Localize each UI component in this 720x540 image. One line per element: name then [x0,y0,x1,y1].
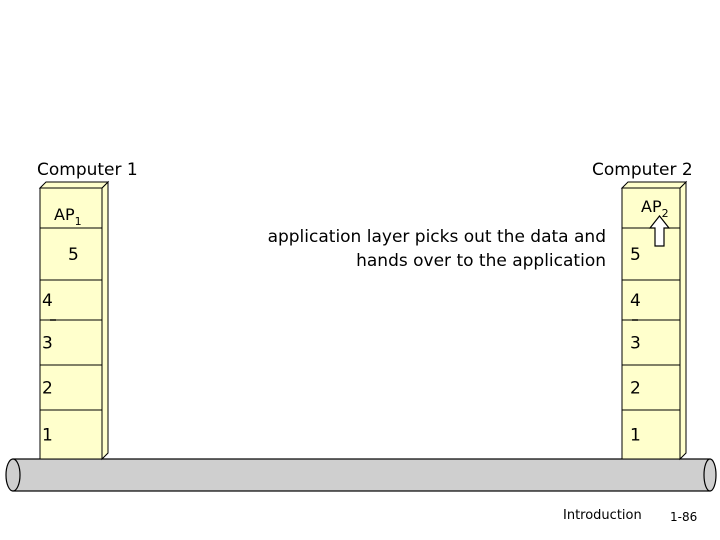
computer-2-layer-3-label: 3 [630,334,641,354]
computer-1-app-layer-box [39,187,103,229]
computer-2-layer-2-label: 2 [630,379,641,399]
computer-1-layer-4: 4 [39,279,103,321]
caption-line-2: hands over to the application [356,251,606,271]
computer-1-layer-3-box [39,319,103,366]
footer-section: Introduction [563,508,642,523]
computer-2-layer-2-box [621,364,681,411]
handover-up-arrow-icon [648,215,671,247]
computer-1-layer-1-box [39,409,103,460]
computer-1-stack-top [38,181,110,189]
computer-2-stack-top [620,181,688,189]
computer-2-layer-1-box [621,409,681,460]
computer-1-layer-5-label: 5 [68,245,79,265]
computer-2-title: Computer 2 [592,160,693,180]
footer-page-number: 1-86 [670,510,698,524]
computer-1-layer-2: 2 [39,364,103,411]
computer-1-layer-5-box [39,227,103,281]
computer-2-layer-5-box [621,227,681,281]
caption: application layer picks out the data and… [236,225,606,273]
computer-1-layer-4-label: 4 [42,291,53,311]
computer-1-layer-3: 3 [39,319,103,366]
computer-2-stack: AP2 5 4 3 2 1 [620,180,688,461]
computer-2-layer-3-box [621,319,681,366]
computer-2-stack-side [679,180,687,461]
computer-1-layer-2-label: 2 [42,379,53,399]
computer-2-layer-1-label: 1 [630,426,641,446]
computer-1-app-layer: AP1 [39,187,103,229]
computer-2-layer-5-label: 5 [630,245,641,265]
computer-2-layer-5: 5 [621,227,681,281]
computer-2-layer-3: 3 [621,319,681,366]
computer-2-layer-2: 2 [621,364,681,411]
computer-1-stack: AP1 5 4 3 2 1 [38,180,110,461]
computer-2-layer-4: 4 [621,279,681,321]
computer-1-layer-5: 5 [39,227,103,281]
computer-2-layer-4-box [621,279,681,321]
computer-1-title: Computer 1 [37,160,138,180]
computer-1-layer-1-label: 1 [42,426,53,446]
network-cable [5,458,717,492]
computer-2-layer-4-label: 4 [630,291,641,311]
caption-line-1: application layer picks out the data and [267,227,606,247]
computer-2-layer-1: 1 [621,409,681,460]
computer-2-app-layer: AP2 [621,187,681,229]
computer-1-layer-3-label: 3 [42,334,53,354]
computer-1-stack-side [101,180,109,461]
computer-1-layer-1: 1 [39,409,103,460]
computer-2-app-layer-box [621,187,681,229]
